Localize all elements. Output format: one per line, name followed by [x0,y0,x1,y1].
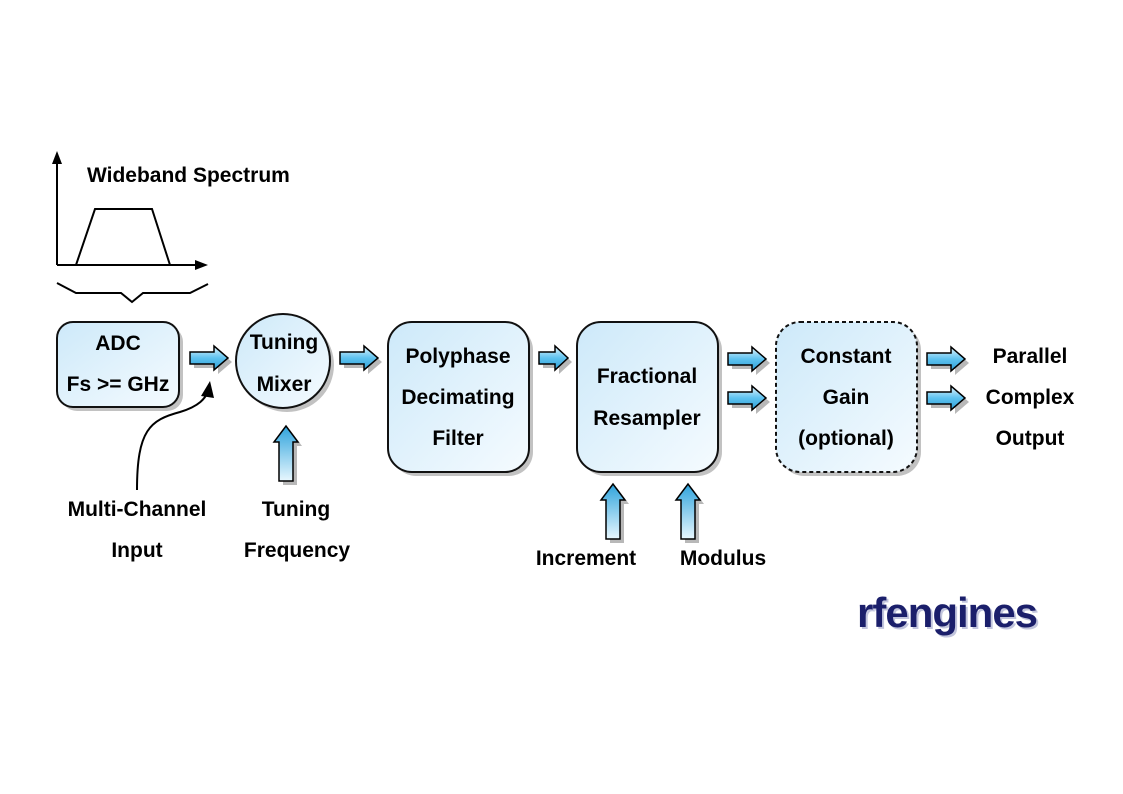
mixer-label-2: Mixer [257,373,312,396]
spectrum-brace [56,282,209,304]
adc-block: ADC Fs >= GHz [56,321,183,411]
resampler-label-2: Resampler [593,407,700,430]
arrow-adc-to-mixer-icon [189,344,232,374]
arrow-resampler-to-gain-1-icon [727,345,770,375]
output-label-1: Parallel [993,345,1068,368]
polyphase-filter-block: Polyphase Decimating Filter [387,321,533,476]
arrow-increment-icon [599,482,629,543]
multichannel-input-arrow-icon [136,381,214,491]
spectrum-sketch: Wideband Spectrum [52,151,290,304]
arrow-gain-to-output-1-icon [926,345,969,375]
tuning-frequency-label-2: Frequency [244,539,351,562]
arrow-mixer-to-polyphase-icon [339,344,382,374]
output-label-2: Complex [986,386,1075,409]
constant-gain-block: Constant Gain (optional) [775,321,921,476]
arrow-gain-to-output-2-icon [926,384,969,414]
gain-label-2: Gain [823,386,870,409]
y-axis-arrowhead-icon [52,151,62,164]
multichannel-input-label-1: Multi-Channel [68,498,207,521]
resampler-label-1: Fractional [597,365,697,388]
multichannel-input-label-2: Input [111,539,162,562]
gain-label-3: (optional) [798,427,894,450]
tuning-frequency-label-1: Tuning [262,498,330,521]
arrow-tuning-frequency-icon [272,424,302,485]
rfengines-logo: rfengines [857,589,1037,636]
flow-arrows [189,344,969,414]
arrow-resampler-to-gain-2-icon [727,384,770,414]
adc-label: ADC [95,332,141,355]
logo-shadow: rfengines [859,591,1039,638]
spectrum-title: Wideband Spectrum [87,164,290,187]
increment-label: Increment [536,547,636,570]
polyphase-label-2: Decimating [401,386,514,409]
fractional-resampler-block: Fractional Resampler [576,321,722,476]
gain-label-1: Constant [801,345,892,368]
control-arrows [272,424,704,543]
tuning-mixer-block: Tuning Mixer [235,313,334,412]
x-axis-arrowhead-icon [195,260,208,270]
mixer-label-1: Tuning [250,331,318,354]
polyphase-label-3: Filter [432,427,483,450]
modulus-label: Modulus [680,547,766,570]
spectrum-trapezoid [75,208,171,266]
arrow-polyphase-to-resampler-icon [538,344,572,374]
arrow-modulus-icon [674,482,704,543]
output-label-3: Output [996,427,1065,450]
polyphase-label-1: Polyphase [405,345,510,368]
adc-sample-rate: Fs >= GHz [67,373,170,396]
